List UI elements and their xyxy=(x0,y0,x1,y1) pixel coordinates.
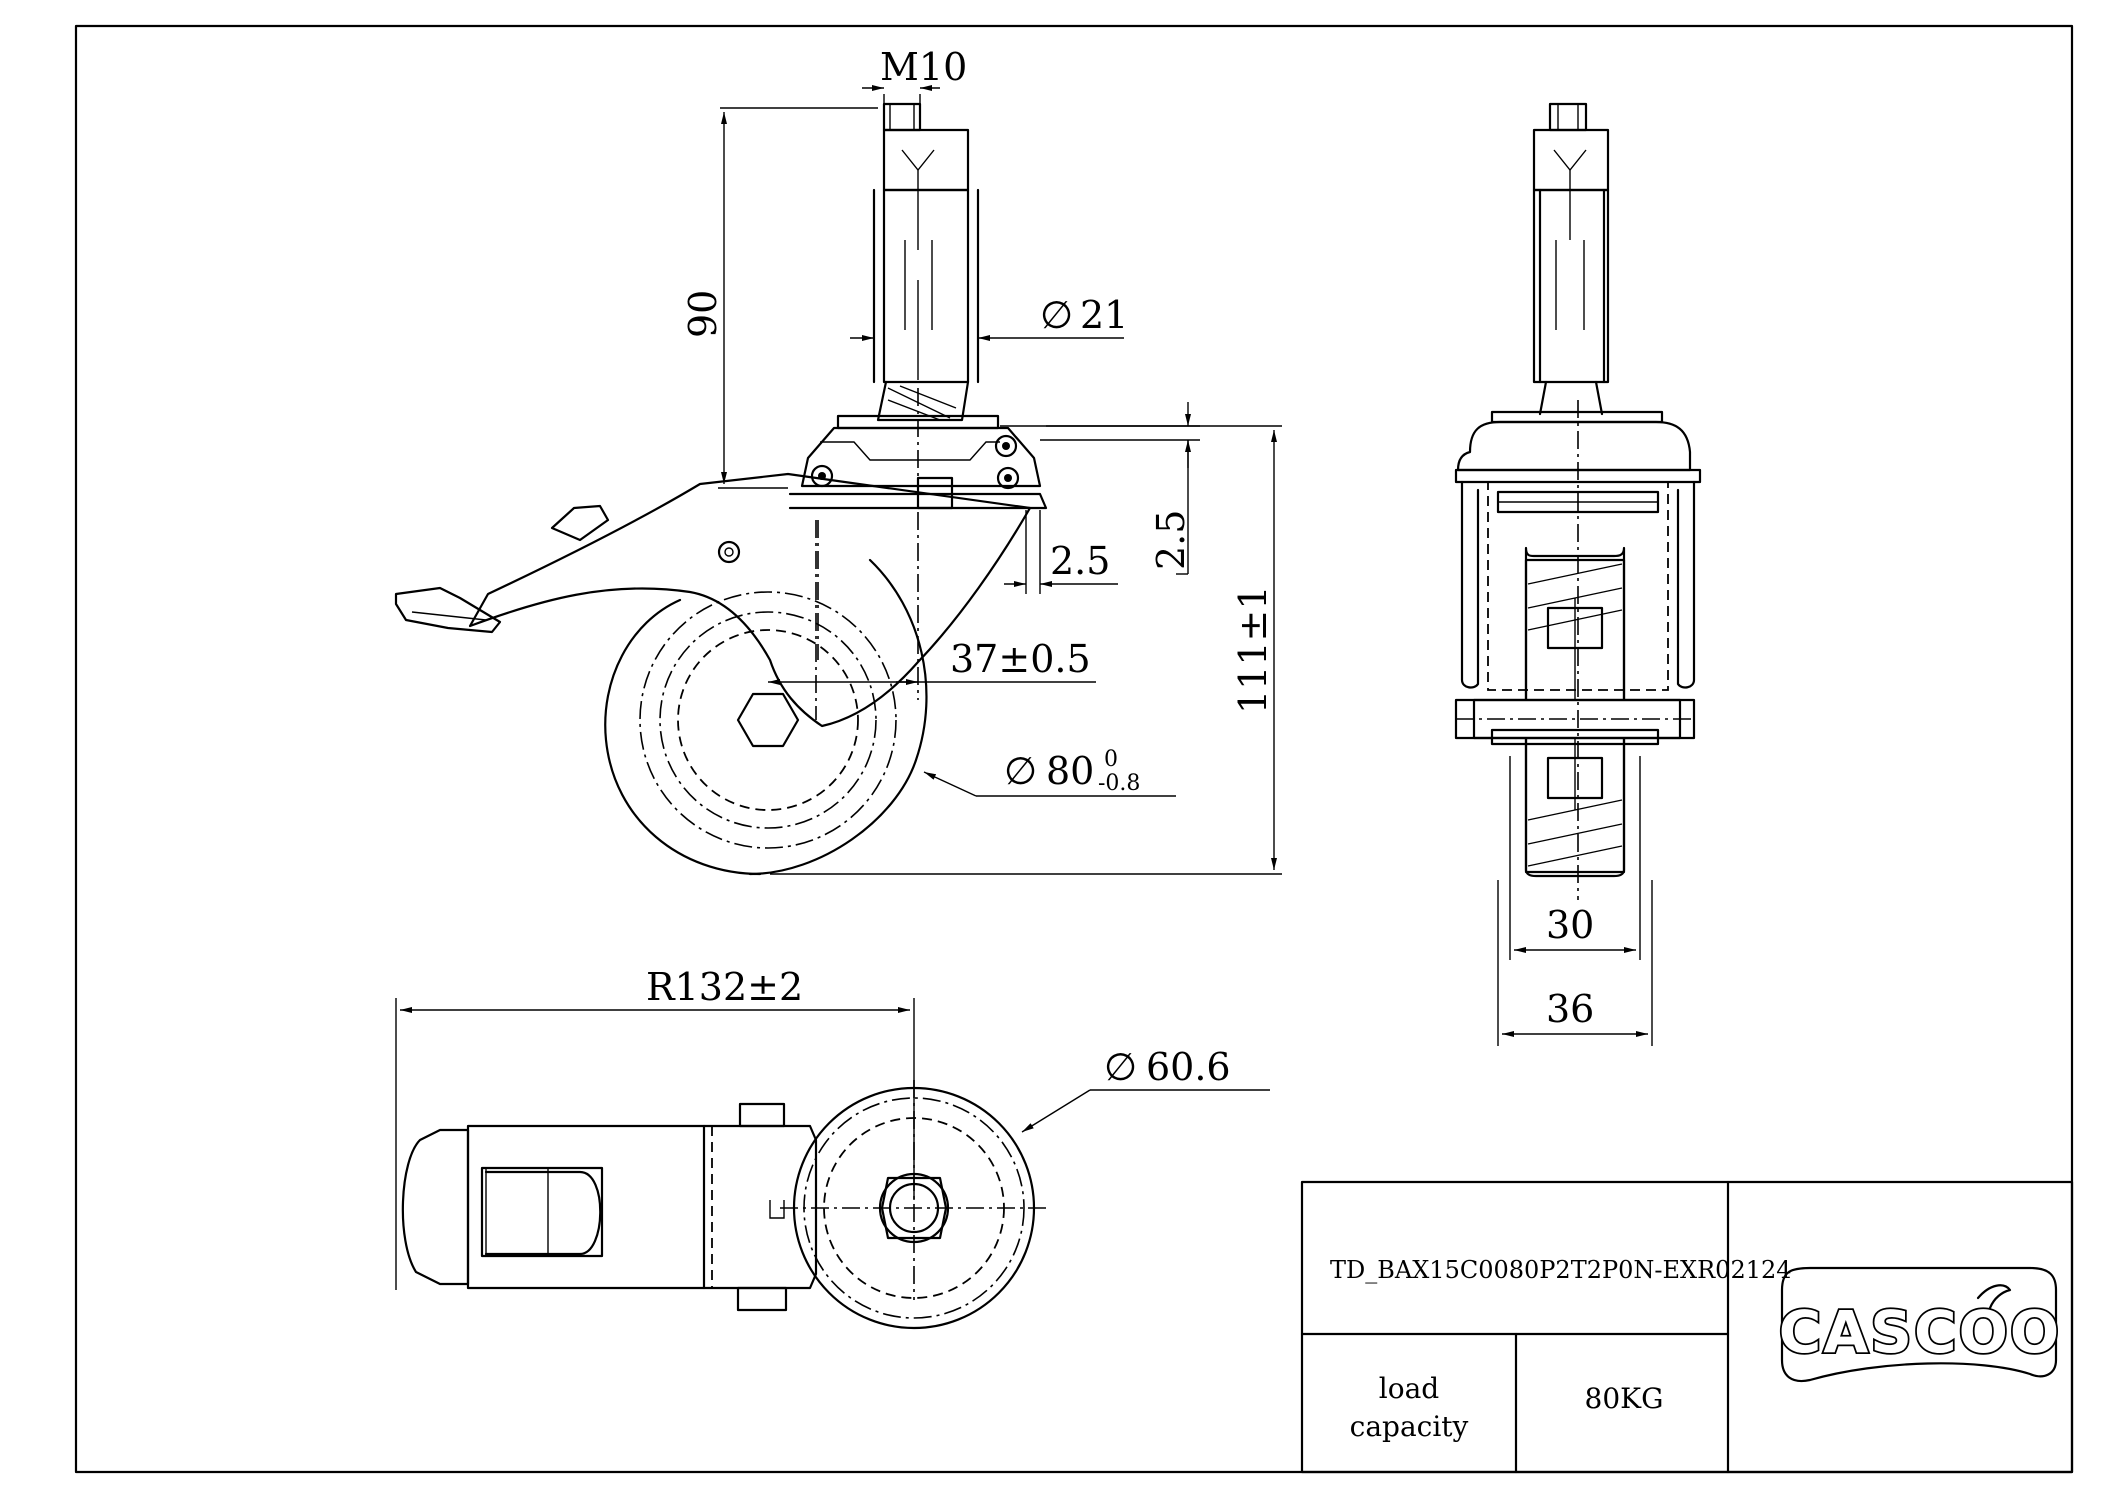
wheel-side xyxy=(604,558,928,876)
dim-swivel-radius-text: R132±2 xyxy=(646,965,803,1009)
dim-stem-diameter-text: 21 xyxy=(1080,293,1128,337)
dim-overall-height-text: 111±1 xyxy=(1231,585,1275,714)
drawing-frame xyxy=(74,24,2074,1474)
axle-front xyxy=(1454,400,1696,900)
front-view: 30 36 xyxy=(1454,102,1702,1046)
dim-stem-diameter: ∅ 21 xyxy=(850,293,1128,341)
top-view: R132±2 ∅ 60.6 xyxy=(395,965,1270,1330)
dim-wheel-tol-upper: 0 xyxy=(1104,747,1118,772)
side-view: M10 90 ∅ 21 2.5 2. xyxy=(394,45,1282,876)
swivel-head xyxy=(788,414,1048,510)
dim-hub-diameter-symbol: ∅ xyxy=(1104,1045,1137,1089)
dim-offset-horizontal-text: 2.5 xyxy=(1050,539,1110,583)
dim-thread-text: M10 xyxy=(880,45,967,89)
title-block: TD_BAX15C0080P2T2P0N-EXR02124 load capac… xyxy=(1300,1180,2074,1474)
dim-overall-width: 36 xyxy=(1497,880,1653,1046)
brand-name: CASCOO xyxy=(1779,1298,2061,1366)
dim-wheel-diameter-symbol: ∅ xyxy=(1004,749,1037,793)
dim-swivel-radius: R132±2 xyxy=(395,965,915,1290)
fork-brake xyxy=(394,472,1032,728)
head-front xyxy=(1454,410,1702,484)
stem xyxy=(872,102,980,422)
dim-hub-diameter: ∅ 60.6 xyxy=(1021,1045,1270,1133)
load-label-line1: load xyxy=(1379,1372,1440,1405)
dim-tread-width: 30 xyxy=(1509,756,1641,960)
load-label-line2: capacity xyxy=(1350,1410,1469,1443)
dim-swivel-offset: 37±0.5 xyxy=(768,637,1096,685)
dim-offset-vertical-text: 2.5 xyxy=(1149,510,1193,570)
load-value: 80KG xyxy=(1585,1382,1664,1415)
dim-wheel-diameter-text: 80 xyxy=(1046,749,1094,793)
dim-wheel-tol-lower: -0.8 xyxy=(1098,771,1140,796)
dim-wheel-diameter: ∅ 80 0 -0.8 xyxy=(923,747,1176,797)
brake-top xyxy=(401,1102,818,1312)
dim-stem-height: 90 xyxy=(681,107,878,489)
dim-hub-diameter-text: 60.6 xyxy=(1146,1045,1231,1089)
dim-thread: M10 xyxy=(862,45,967,104)
dim-tread-width-text: 30 xyxy=(1546,903,1594,947)
brand-logo: CASCOO xyxy=(1777,1266,2061,1383)
dim-offset-horizontal: 2.5 xyxy=(1004,510,1118,594)
dim-stem-height-text: 90 xyxy=(681,290,725,338)
dim-overall-width-text: 36 xyxy=(1546,987,1594,1031)
wheel-top xyxy=(780,1080,1050,1330)
dim-swivel-offset-text: 37±0.5 xyxy=(950,637,1091,681)
dim-overall-height: 111±1 xyxy=(770,425,1282,875)
drawing-number: TD_BAX15C0080P2T2P0N-EXR02124 xyxy=(1330,1256,1792,1284)
stem-front xyxy=(1532,102,1610,416)
dim-stem-diameter-symbol: ∅ xyxy=(1040,293,1073,337)
